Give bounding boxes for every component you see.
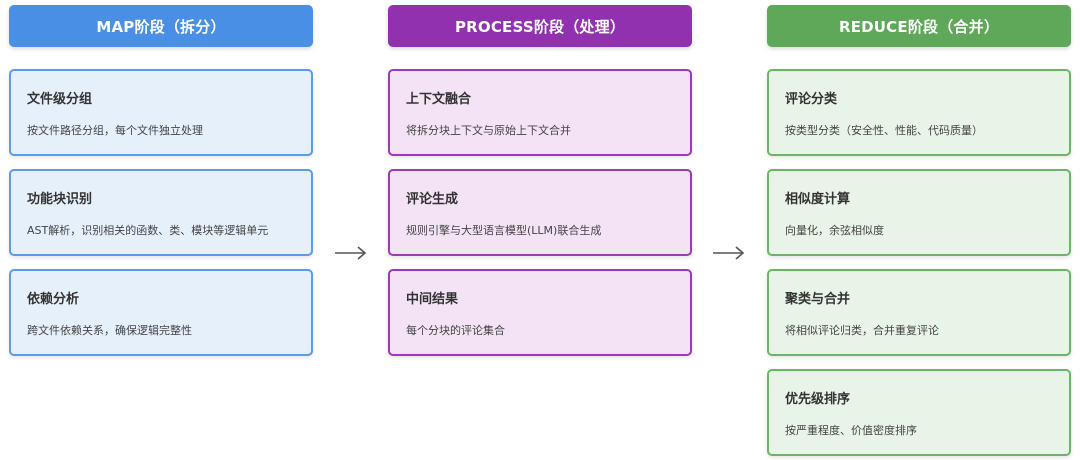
map-card-function-block: 功能块识别 AST解析，识别相关的函数、类、模块等逻辑单元 [9,169,313,256]
card-description: 按严重程度、价值密度排序 [785,423,917,437]
process-card-comment-generation: 评论生成 规则引擎与大型语言模型(LLM)联合生成 [388,169,692,256]
card-title: 上下文融合 [406,91,472,107]
process-phase-header: PROCESS阶段（处理） [388,5,692,47]
card-title: 评论生成 [406,191,459,207]
card-description: 规则引擎与大型语言模型(LLM)联合生成 [406,223,602,237]
card-title: 依赖分析 [27,291,80,307]
card-title: 功能块识别 [27,191,93,207]
map-card-file-grouping: 文件级分组 按文件路径分组，每个文件独立处理 [9,69,313,156]
card-description: AST解析，识别相关的函数、类、模块等逻辑单元 [27,223,269,237]
map-card-dependency: 依赖分析 跨文件依赖关系，确保逻辑完整性 [9,269,313,356]
reduce-card-priority: 优先级排序 按严重程度、价值密度排序 [767,369,1071,456]
card-description: 将相似评论归类，合并重复评论 [785,323,939,337]
card-description: 按类型分类（安全性、性能、代码质量） [785,123,983,137]
card-description: 按文件路径分组，每个文件独立处理 [27,123,203,137]
card-description: 跨文件依赖关系，确保逻辑完整性 [27,323,192,337]
card-title: 文件级分组 [27,91,93,107]
reduce-card-clustering: 聚类与合并 将相似评论归类，合并重复评论 [767,269,1071,356]
arrow-right-icon [713,246,745,260]
card-title: 优先级排序 [785,391,851,407]
card-description: 向量化，余弦相似度 [785,223,884,237]
card-title: 评论分类 [785,91,838,107]
card-title: 相似度计算 [785,191,851,207]
card-title: 中间结果 [406,291,459,307]
map-phase-header: MAP阶段（拆分） [9,5,313,47]
process-phase-column: PROCESS阶段（处理） 上下文融合 将拆分块上下文与原始上下文合并 评论生成… [388,5,692,369]
process-card-context-fusion: 上下文融合 将拆分块上下文与原始上下文合并 [388,69,692,156]
arrow-right-icon [335,246,367,260]
reduce-phase-column: REDUCE阶段（合并） 评论分类 按类型分类（安全性、性能、代码质量） 相似度… [767,5,1071,460]
card-description: 将拆分块上下文与原始上下文合并 [406,123,571,137]
reduce-phase-cards: 评论分类 按类型分类（安全性、性能、代码质量） 相似度计算 向量化，余弦相似度 … [767,69,1071,456]
card-description: 每个分块的评论集合 [406,323,505,337]
map-phase-cards: 文件级分组 按文件路径分组，每个文件独立处理 功能块识别 AST解析，识别相关的… [9,69,313,356]
card-title: 聚类与合并 [785,291,851,307]
reduce-card-classification: 评论分类 按类型分类（安全性、性能、代码质量） [767,69,1071,156]
reduce-card-similarity: 相似度计算 向量化，余弦相似度 [767,169,1071,256]
map-phase-column: MAP阶段（拆分） 文件级分组 按文件路径分组，每个文件独立处理 功能块识别 A… [9,5,313,369]
reduce-phase-header: REDUCE阶段（合并） [767,5,1071,47]
process-card-intermediate-results: 中间结果 每个分块的评论集合 [388,269,692,356]
process-phase-cards: 上下文融合 将拆分块上下文与原始上下文合并 评论生成 规则引擎与大型语言模型(L… [388,69,692,356]
